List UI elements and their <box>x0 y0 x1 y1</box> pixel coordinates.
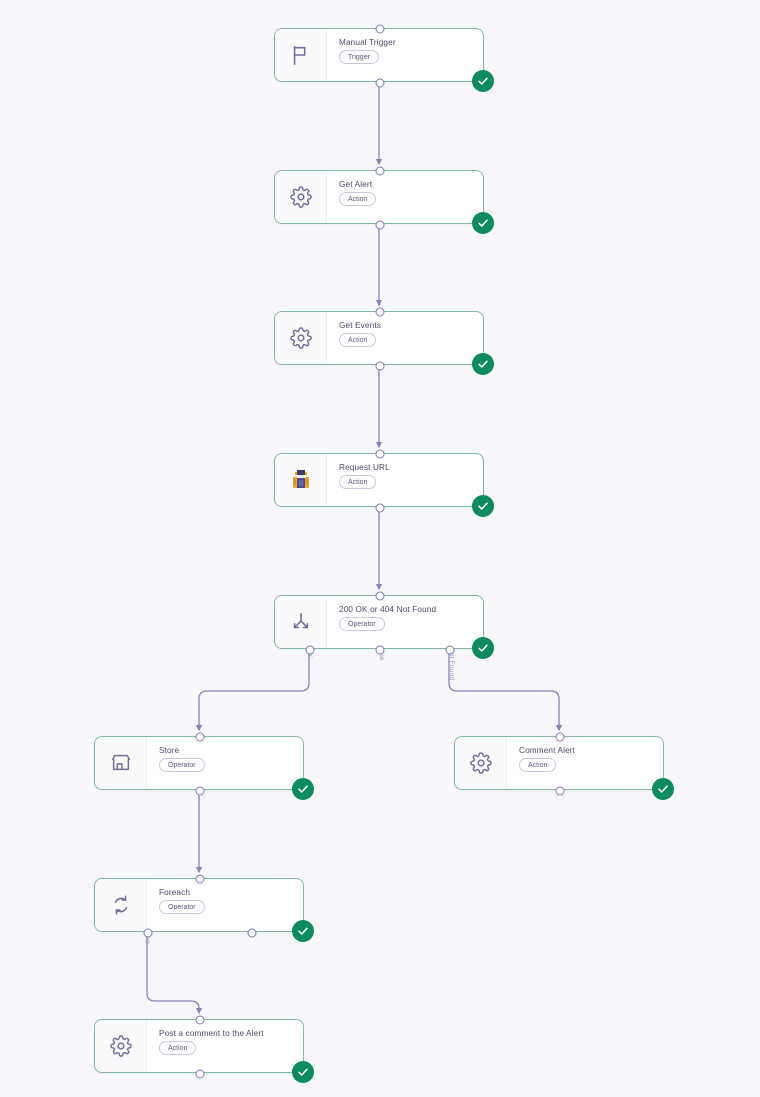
port-output-bottom[interactable] <box>195 786 205 796</box>
node-title: Manual Trigger <box>339 38 396 47</box>
node-store[interactable]: Store Operator <box>94 732 314 800</box>
port-input-top[interactable] <box>195 732 205 742</box>
branch-split-icon <box>275 596 327 648</box>
node-tag: Action <box>339 192 377 206</box>
robot-avatar-icon <box>275 454 327 506</box>
port-output-else[interactable] <box>375 645 385 655</box>
gear-icon <box>275 312 327 364</box>
port-output-not-found[interactable] <box>445 645 455 655</box>
node-tag: Action <box>339 333 377 347</box>
node-title: Comment Alert <box>519 746 576 755</box>
node-post-a-comment-to-the-alert[interactable]: Post a comment to the Alert Action <box>94 1015 314 1083</box>
node-title: Store <box>159 746 180 755</box>
gear-icon <box>275 171 327 223</box>
node-tag: Operator <box>339 617 385 631</box>
status-badge-success <box>472 637 494 659</box>
node-title: Get Events <box>339 321 382 330</box>
status-badge-success <box>292 778 314 800</box>
node-title: Request URL <box>339 463 390 472</box>
node-tag: Operator <box>159 758 205 772</box>
node-title: Get Alert <box>339 180 373 189</box>
port-input-top[interactable] <box>375 166 385 176</box>
port-input-top[interactable] <box>195 1015 205 1025</box>
port-input-top[interactable] <box>555 732 565 742</box>
node-get-alert[interactable]: Get Alert Action <box>274 166 494 234</box>
gear-icon <box>95 1020 147 1072</box>
node-branch-200-ok-or-404-not-found[interactable]: 200 OK or 404 Not Found Operator <box>274 591 494 659</box>
port-output-bottom[interactable] <box>375 220 385 230</box>
node-title: 200 OK or 404 Not Found <box>339 605 437 614</box>
status-badge-success <box>472 353 494 375</box>
port-output-bottom[interactable] <box>375 361 385 371</box>
port-input-top[interactable] <box>375 449 385 459</box>
gear-icon <box>455 737 507 789</box>
port-output-bottom[interactable] <box>375 78 385 88</box>
node-tag: Operator <box>159 900 205 914</box>
status-badge-success <box>472 495 494 517</box>
port-input-top[interactable] <box>375 591 385 601</box>
node-tag: Action <box>339 475 377 489</box>
port-output-bottom[interactable] <box>375 503 385 513</box>
port-output-bottom[interactable] <box>555 786 565 796</box>
port-output-ok[interactable] <box>305 645 315 655</box>
port-output-top[interactable] <box>375 24 385 34</box>
edge-branch-ok-to-store <box>195 649 310 732</box>
status-badge-success <box>472 212 494 234</box>
node-tag: Action <box>159 1041 197 1055</box>
node-foreach[interactable]: Foreach Operator <box>94 874 314 942</box>
node-title: Post a comment to the Alert <box>159 1029 264 1038</box>
port-input-top[interactable] <box>375 307 385 317</box>
node-tag: Trigger <box>339 50 379 64</box>
flag-icon <box>275 29 327 81</box>
node-manual-trigger[interactable]: Manual Trigger Trigger <box>274 24 494 92</box>
node-tag: Action <box>519 758 557 772</box>
port-output-bottom[interactable] <box>195 1069 205 1079</box>
status-badge-success <box>652 778 674 800</box>
node-comment-alert[interactable]: Comment Alert Action <box>454 732 674 800</box>
port-output-loop[interactable] <box>143 928 153 938</box>
loop-icon <box>95 879 147 931</box>
edge-branch-notfound-to-comment-alert <box>448 649 563 732</box>
status-badge-success <box>292 1061 314 1083</box>
status-badge-success <box>472 70 494 92</box>
port-input-top[interactable] <box>195 874 205 884</box>
node-request-url[interactable]: Request URL Action <box>274 449 494 517</box>
storefront-icon <box>95 737 147 789</box>
port-output-done[interactable] <box>247 928 257 938</box>
node-get-events[interactable]: Get Events Action <box>274 307 494 375</box>
status-badge-success <box>292 920 314 942</box>
edge-foreach-loop-to-post-comment <box>146 932 203 1015</box>
node-title: Foreach <box>159 888 191 897</box>
